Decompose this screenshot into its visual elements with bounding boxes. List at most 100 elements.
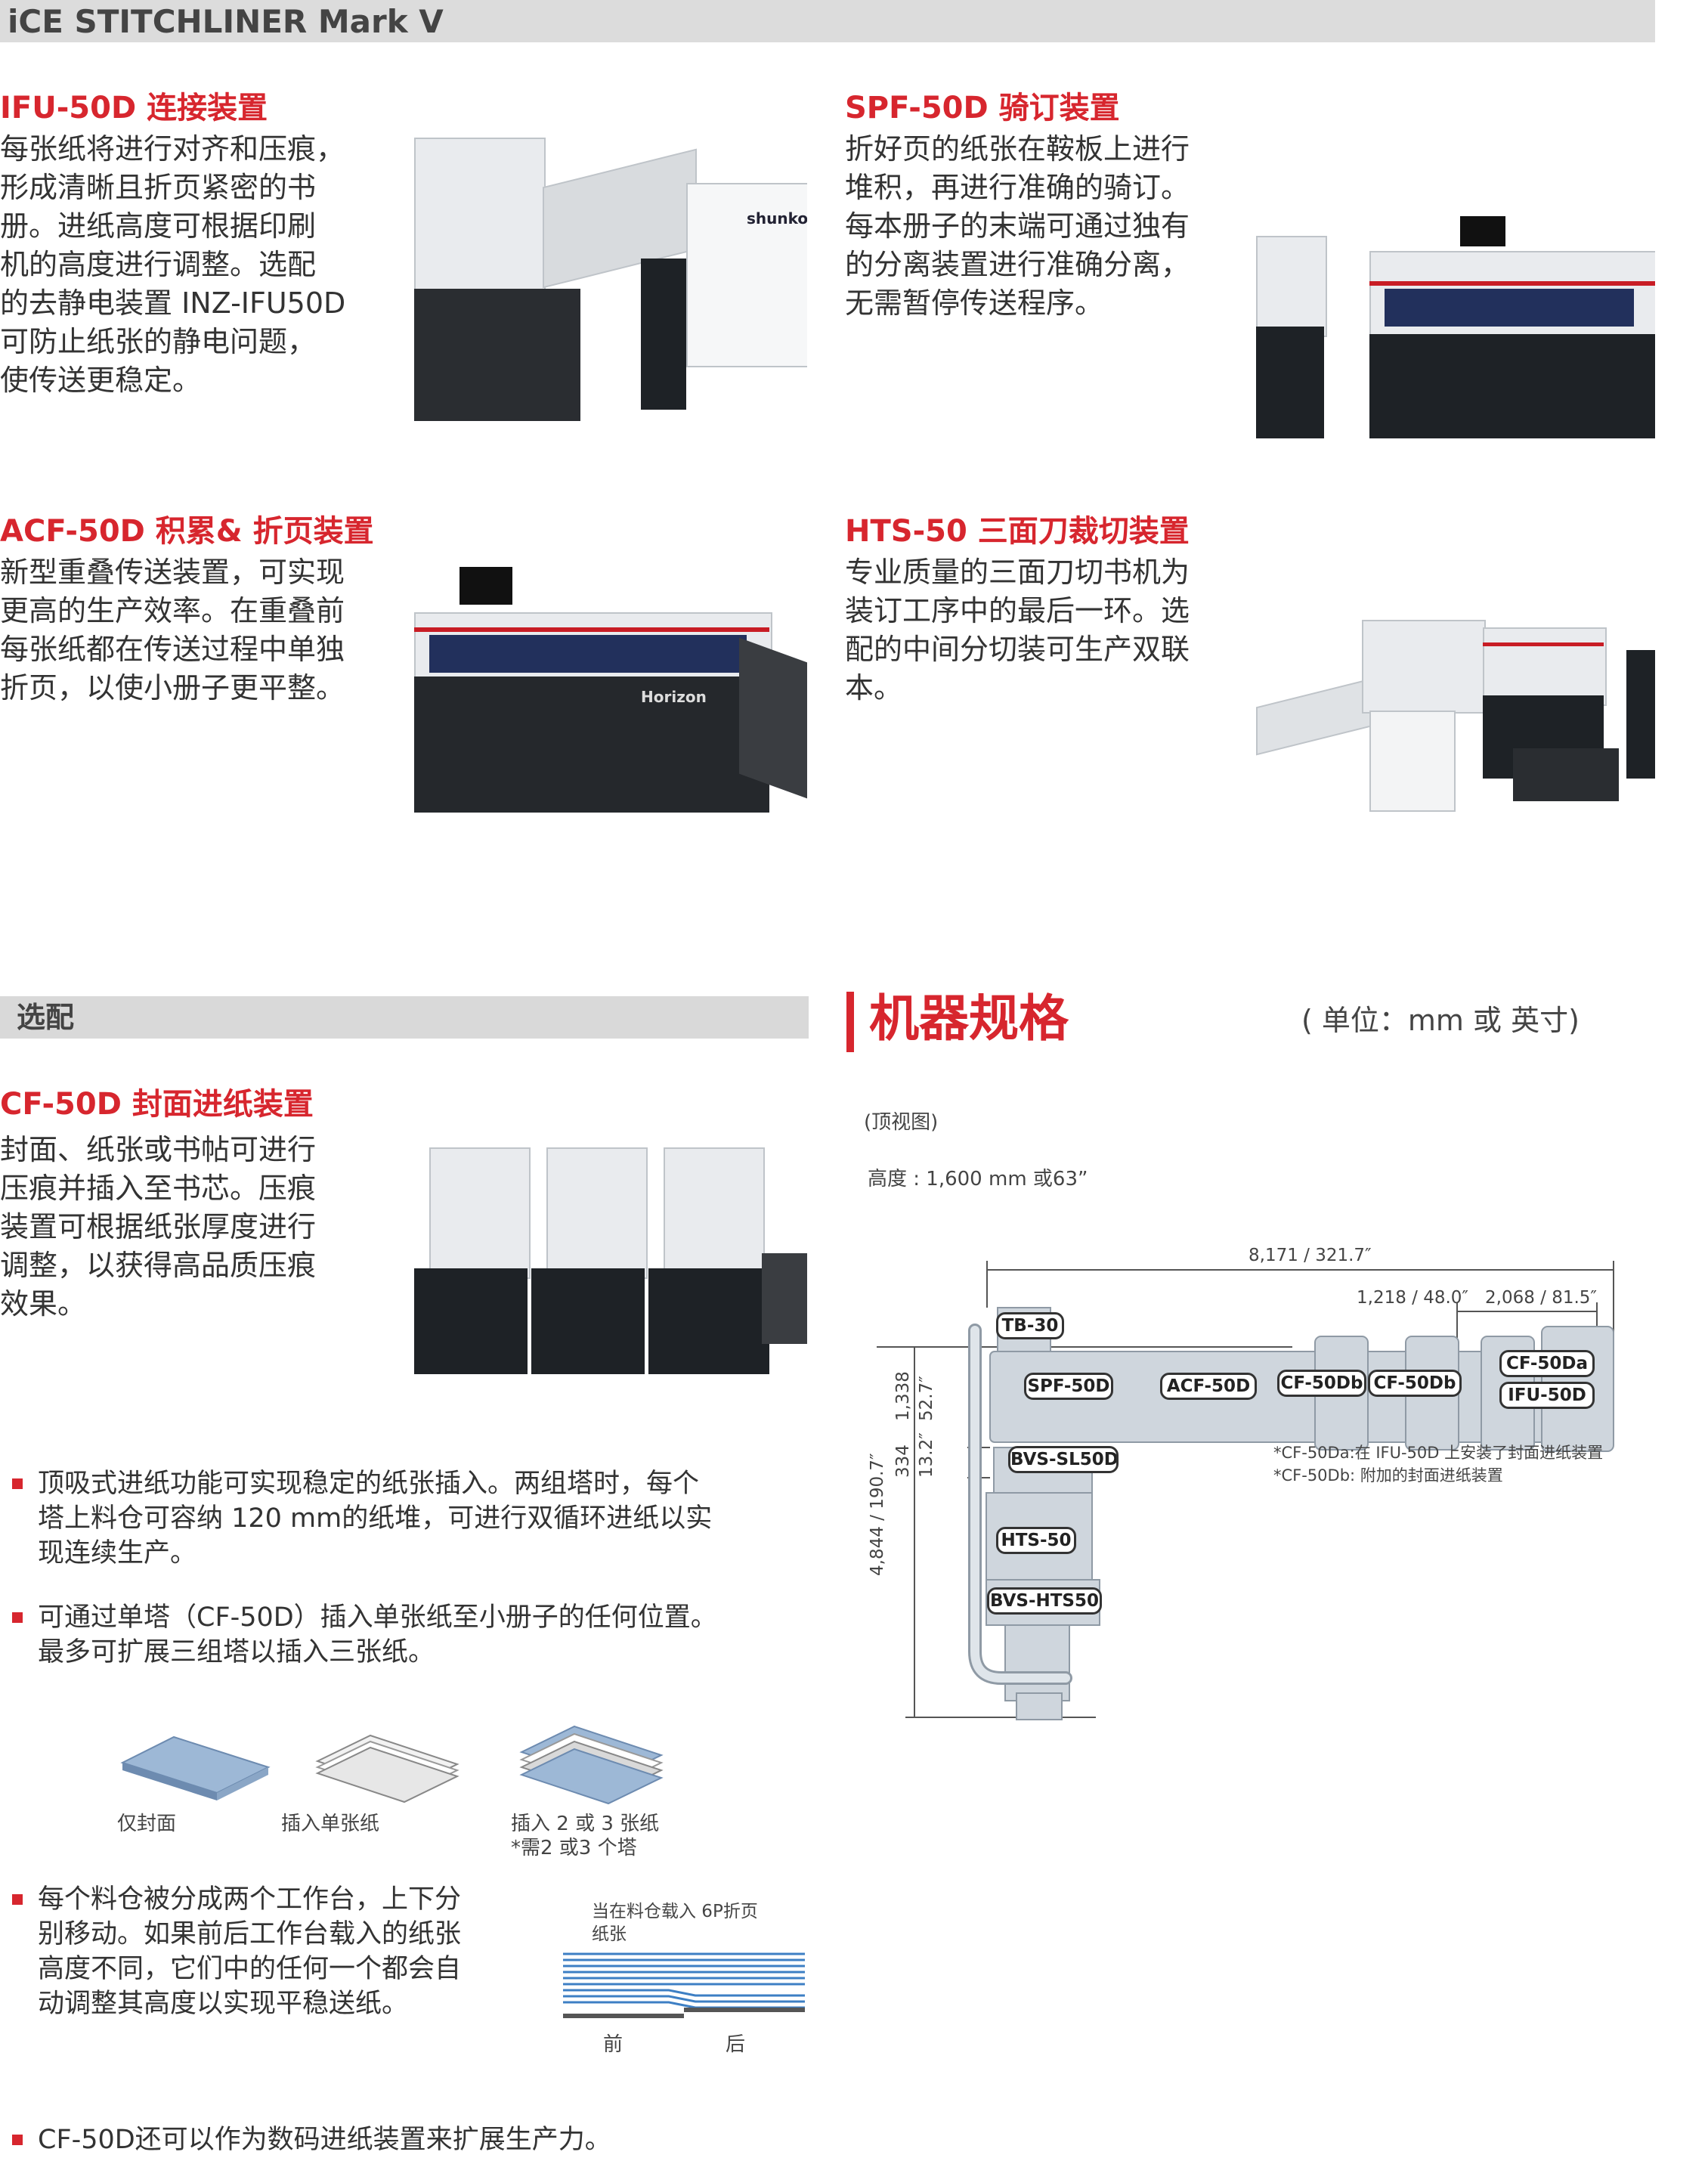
hts-description: 专业质量的三面刀切书机为 装订工序中的最后一环。选 配的中间分切装可生产双联 本…: [845, 553, 1238, 707]
insert-note: *需2 或3 个塔: [511, 1837, 637, 1859]
text-line: 高度不同，它们中的任何一个都会自: [38, 1954, 462, 1984]
cf-photo: [414, 1147, 807, 1378]
insert-illustrations: [120, 1725, 664, 1805]
ifu-photo: shunko: [414, 138, 807, 421]
dim-total-width: 8,171 / 321.7″: [1249, 1246, 1372, 1265]
specs-view: (顶视图): [864, 1111, 939, 1134]
dim-gap-mm: 334: [893, 1444, 913, 1478]
options-label: 选配: [17, 1001, 75, 1034]
dim-row-in: 52.7″: [917, 1376, 936, 1421]
hopper-front-label: 前: [603, 2033, 623, 2056]
bullet-item: CF-50D还可以作为数码进纸装置来扩展生产力。: [0, 2122, 831, 2157]
text-line: 装置可根据纸张厚度进行: [0, 1210, 317, 1243]
text-line: 压痕并插入至书芯。压痕: [0, 1172, 317, 1205]
text-line: 调整，以获得高品质压痕: [0, 1249, 317, 1282]
text-line: 的去静电装置 INZ-IFU50D: [0, 286, 346, 320]
text-line: 新型重叠传送装置，可实现: [0, 556, 345, 589]
dim-gap-in: 13.2″: [917, 1432, 936, 1478]
spf-title: SPF-50D 骑订装置: [845, 91, 1120, 125]
insert-label-multi: 插入 2 或 3 张纸: [511, 1813, 660, 1835]
text-line: 本。: [845, 671, 903, 704]
text-line: 形成清晰且折页紧密的书: [0, 171, 317, 204]
specs-title: 机器规格: [869, 989, 1069, 1048]
dim-depth-total: 4,844 / 190.7″: [868, 1453, 887, 1576]
multi-insert-icon: [519, 1725, 664, 1805]
module-label-ifu50d: IFU-50D: [1499, 1382, 1595, 1409]
text-line: 配的中间分切装可生产双联: [845, 633, 1190, 666]
options-bar: [0, 996, 809, 1039]
text-line: 塔上料仓可容纳 120 mm的纸堆，可进行双循环进纸以实: [38, 1503, 713, 1534]
acf-brand: Horizon: [641, 688, 707, 706]
text-line: 动调整其高度以实现平稳送纸。: [38, 1989, 409, 2019]
cover-only-icon: [120, 1735, 271, 1800]
text-line: 每张纸将进行对齐和压痕，: [0, 132, 345, 166]
dim-row-mm: 1,338: [893, 1371, 913, 1421]
hopper-back-label: 后: [726, 2033, 746, 2056]
single-insert-icon: [315, 1734, 459, 1803]
sheet-stack: [563, 1952, 805, 2009]
bullet-marker: [12, 1612, 23, 1623]
bullet-item: 可通过单塔（CF-50D）插入单张纸至小册子的任何位置。 最多可扩展三组塔以插入…: [0, 1600, 771, 1676]
module-label-spf50d: SPF-50D: [1024, 1373, 1113, 1400]
acf-photo: Horizon: [414, 559, 807, 828]
bullet-marker: [12, 2135, 23, 2145]
text-line: 别移动。如果前后工作台载入的纸张: [38, 1919, 462, 1949]
module-label-cf50da: CF-50Da: [1499, 1350, 1595, 1377]
spec-note: *CF-50Da:在 IFU-50D 上安装了封面进纸装置: [1273, 1444, 1604, 1462]
text-line: 纸张: [592, 1924, 627, 1944]
module-label-acf50d: ACF-50D: [1160, 1373, 1257, 1400]
text-line: 效果。: [0, 1287, 87, 1320]
module-label-cf50db: CF-50Db: [1277, 1370, 1366, 1397]
text-line: 每本册子的末端可通过独有: [845, 209, 1190, 243]
text-line: 可通过单塔（CF-50D）插入单张纸至小册子的任何位置。: [38, 1602, 717, 1633]
bullet-text: 每个料仓被分成两个工作台，上下分 别移动。如果前后工作台载入的纸张 高度不同，它…: [38, 1882, 461, 2021]
dimension-lines: [877, 1261, 1614, 1718]
bullet-item: 每个料仓被分成两个工作台，上下分 别移动。如果前后工作台载入的纸张 高度不同，它…: [0, 1882, 529, 2026]
ifu-description: 每张纸将进行对齐和压痕， 形成清晰且折页紧密的书 册。进纸高度可根据印刷 机的高…: [0, 130, 401, 400]
text-line: 每张纸都在传送过程中单独: [0, 633, 345, 666]
text-line: 的分离装置进行准确分离，: [845, 248, 1190, 281]
header-bar: [0, 0, 1655, 42]
hopper-caption: 当在料仓载入 6P折页 纸张: [592, 1900, 758, 1946]
page-title: iCE STITCHLINER Mark V: [8, 3, 444, 40]
module-label-cf50db-2: CF-50Db: [1368, 1370, 1462, 1397]
text-line: 每个料仓被分成两个工作台，上下分: [38, 1884, 462, 1915]
bullet-marker: [12, 1894, 23, 1905]
bullet-text: 可通过单塔（CF-50D）插入单张纸至小册子的任何位置。 最多可扩展三组塔以插入…: [38, 1600, 717, 1670]
dim-ifu-width: 2,068 / 81.5″: [1485, 1288, 1598, 1308]
text-line: 顶吸式进纸功能可实现稳定的纸张插入。两组塔时，每个: [38, 1469, 700, 1499]
module-label-bvs-hts50: BVS-HTS50: [987, 1587, 1102, 1615]
text-line: 现连续生产。: [38, 1538, 197, 1568]
hts-photo: [1256, 597, 1655, 824]
text-line: 更高的生产效率。在重叠前: [0, 594, 345, 627]
spf-photo: [1256, 206, 1655, 438]
text-line: 使传送更稳定。: [0, 364, 202, 397]
module-label-hts50: HTS-50: [996, 1527, 1076, 1554]
bullet-item: 顶吸式进纸功能可实现稳定的纸张插入。两组塔时，每个 塔上料仓可容纳 120 mm…: [0, 1466, 771, 1568]
acf-description: 新型重叠传送装置，可实现 更高的生产效率。在重叠前 每张纸都在传送过程中单独 折…: [0, 553, 401, 707]
specs-height: 高度 : 1,600 mm 或63”: [868, 1168, 1088, 1190]
bullet-marker: [12, 1478, 23, 1489]
acf-title: ACF-50D 积累& 折页装置: [0, 514, 374, 549]
dim-cf-width: 1,218 / 48.0″: [1357, 1288, 1469, 1308]
text-line: 装订工序中的最后一环。选: [845, 594, 1190, 627]
text-line: 机的高度进行调整。选配: [0, 248, 317, 281]
text-line: 可防止纸张的静电问题，: [0, 325, 317, 358]
bullet-text: CF-50D还可以作为数码进纸装置来扩展生产力。: [38, 2125, 611, 2155]
text-line: 专业质量的三面刀切书机为: [845, 556, 1190, 589]
text-line: 册。进纸高度可根据印刷: [0, 209, 317, 243]
text-line: 最多可扩展三组塔以插入三张纸。: [38, 1637, 435, 1667]
specs-accent-bar: [846, 992, 854, 1052]
spf-description: 折好页的纸张在鞍板上进行 堆积，再进行准确的骑订。 每本册子的末端可通过独有 的…: [845, 130, 1238, 323]
text-line: 折页，以使小册子更平整。: [0, 671, 345, 704]
text-line: 封面、纸张或书帖可进行: [0, 1133, 317, 1166]
ifu-title: IFU-50D 连接装置: [0, 91, 268, 125]
text-line: 堆积，再进行准确的骑订。: [845, 171, 1190, 204]
text-line: 折好页的纸张在鞍板上进行: [845, 132, 1190, 166]
text-line: 当在料仓载入 6P折页: [592, 1902, 758, 1921]
bullet-text: 顶吸式进纸功能可实现稳定的纸张插入。两组塔时，每个 塔上料仓可容纳 120 mm…: [38, 1466, 712, 1571]
specs-unit: ( 单位：mm 或 英寸): [1301, 1004, 1580, 1037]
hopper-diagram: [563, 1952, 805, 2018]
ifu-brand: shunko: [747, 209, 807, 228]
cf-description: 封面、纸张或书帖可进行 压痕并插入至书芯。压痕 装置可根据纸张厚度进行 调整，以…: [0, 1131, 401, 1324]
